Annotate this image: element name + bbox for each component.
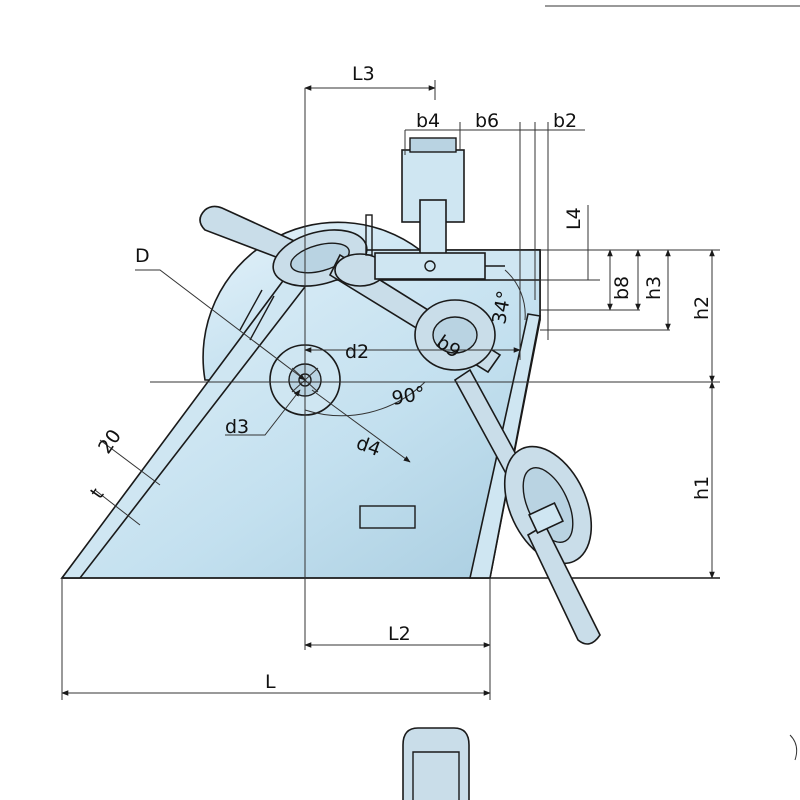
angle-90-arc: [304, 381, 426, 417]
label-t: t: [86, 484, 108, 503]
actuator-cap: [409, 137, 457, 153]
label-d3: d3: [225, 416, 249, 438]
leader-D: [135, 269, 306, 381]
label-b4: b4: [416, 110, 440, 132]
chain-stud: [528, 501, 564, 535]
spoke: [249, 295, 275, 341]
label-20: 20: [94, 425, 126, 457]
angle-34-arc: [504, 269, 526, 321]
center-lines: [150, 88, 720, 650]
chain-link-hole: [432, 316, 478, 354]
bottom-detail: [402, 727, 798, 800]
anchor-chain: [414, 299, 601, 645]
bottom-shackle-inner: [412, 751, 460, 800]
label-L: L: [265, 671, 276, 693]
dim-d4: [311, 389, 411, 463]
label-b2: b2: [553, 110, 577, 132]
label-L3: L3: [352, 63, 375, 85]
bottom-shackle: [402, 727, 470, 800]
dim-20: [99, 439, 161, 486]
top-actuator: [365, 137, 505, 280]
dimensions: [61, 80, 720, 700]
label-D: D: [135, 245, 150, 267]
body-slot: [359, 505, 416, 529]
dim-t: [94, 489, 141, 526]
label-h1: h1: [691, 476, 713, 500]
label-L2: L2: [388, 623, 411, 645]
actuator-clamp: [374, 252, 486, 280]
actuator-pin: [424, 260, 436, 272]
actuator-rod: [365, 214, 373, 256]
corner-fragment: [789, 734, 798, 761]
chain-link-side: [526, 523, 601, 645]
label-b6: b6: [475, 110, 499, 132]
label-L4: L4: [563, 207, 585, 230]
spoke: [239, 289, 263, 331]
label-b8: b8: [611, 276, 633, 300]
label-h2: h2: [691, 296, 713, 320]
label-h3: h3: [643, 276, 665, 300]
label-d2: d2: [345, 341, 369, 363]
leader-d3: [225, 389, 301, 436]
